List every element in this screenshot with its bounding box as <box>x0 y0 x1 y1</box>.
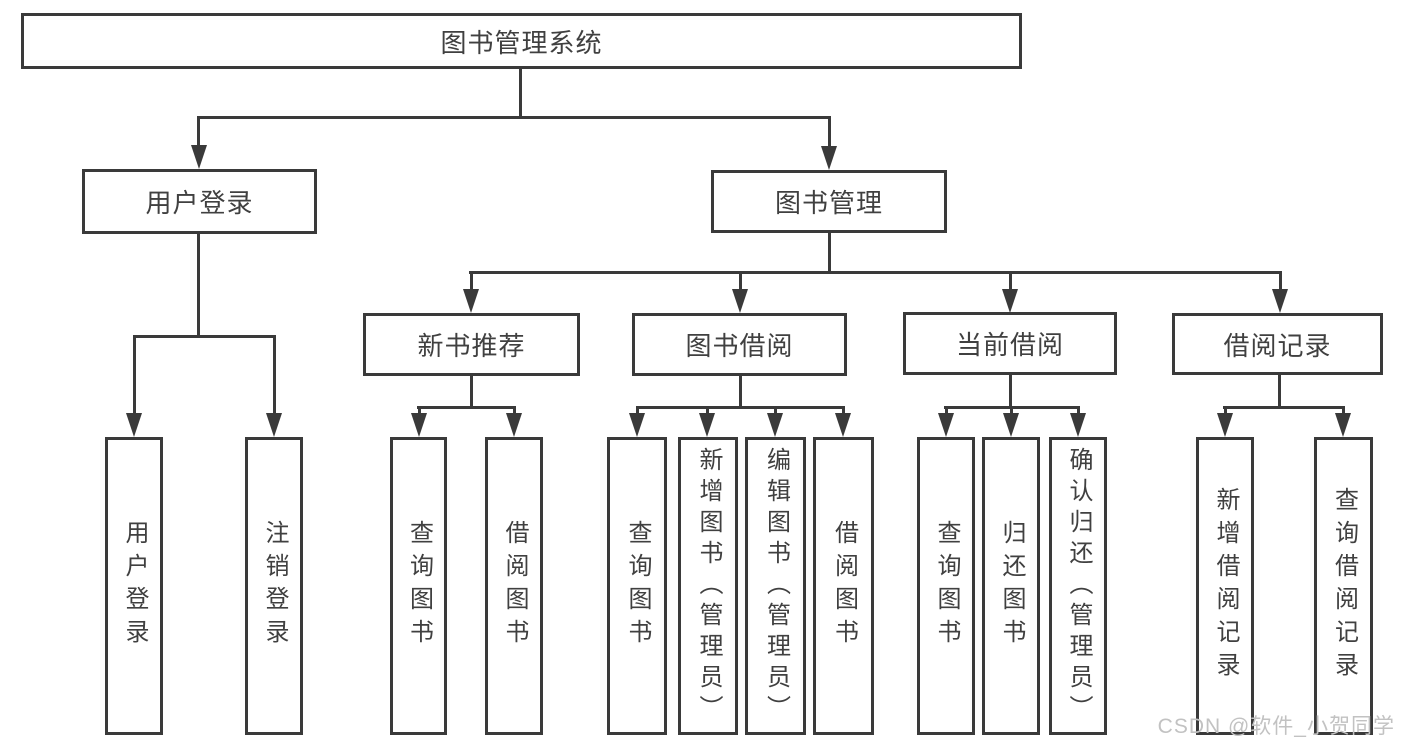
node-book-borrowing: 图书借阅 <box>632 313 847 376</box>
leaf-borrow-borrow-books: 借阅图书 <box>813 437 874 735</box>
arrowhead-icon <box>191 145 207 169</box>
connector-line <box>197 116 831 119</box>
connector-line <box>197 116 200 148</box>
leaf-current-return-books: 归还图书 <box>982 437 1040 735</box>
connector-line <box>1223 406 1345 409</box>
connector-line <box>519 69 522 118</box>
leaf-borrow-edit-books-admin: 编辑图书（管理员） <box>745 437 806 735</box>
connector-line <box>470 271 473 291</box>
connector-line <box>774 406 777 416</box>
connector-line <box>1224 406 1227 416</box>
node-borrowing-records: 借阅记录 <box>1172 313 1383 375</box>
leaf-recommend-borrow-books: 借阅图书 <box>485 437 543 735</box>
connector-line <box>739 271 742 291</box>
connector-line <box>1077 406 1080 416</box>
arrowhead-icon <box>1335 413 1351 437</box>
connector-line <box>417 406 516 409</box>
arrowhead-icon <box>266 413 282 437</box>
leaf-borrow-add-books-admin: 新增图书（管理员） <box>678 437 738 735</box>
arrowhead-icon <box>1272 289 1288 313</box>
arrowhead-icon <box>506 413 522 437</box>
arrowhead-icon <box>1003 413 1019 437</box>
leaf-borrow-query-books: 查询图书 <box>607 437 667 735</box>
connector-line <box>1009 375 1012 408</box>
connector-line <box>1009 271 1012 291</box>
leaf-records-add-record: 新增借阅记录 <box>1196 437 1254 735</box>
arrowhead-icon <box>835 413 851 437</box>
arrowhead-icon <box>732 289 748 313</box>
connector-line <box>706 406 709 416</box>
arrowhead-icon <box>629 413 645 437</box>
leaf-user-login: 用户登录 <box>105 437 163 735</box>
connector-line <box>828 116 831 148</box>
connector-line <box>1278 375 1281 408</box>
arrowhead-icon <box>767 413 783 437</box>
connector-line <box>469 271 1282 274</box>
watermark-text: CSDN @软件_小贺同学 <box>1157 715 1395 738</box>
node-new-book-recommendation: 新书推荐 <box>363 313 580 376</box>
connector-line <box>418 406 421 416</box>
leaf-recommend-query-books: 查询图书 <box>390 437 447 735</box>
connector-line <box>197 234 200 336</box>
arrowhead-icon <box>126 413 142 437</box>
connector-line <box>636 406 639 416</box>
leaf-current-query-books: 查询图书 <box>917 437 975 735</box>
connector-line <box>636 406 845 409</box>
connector-line <box>273 335 276 415</box>
arrowhead-icon <box>699 413 715 437</box>
node-current-borrowing: 当前借阅 <box>903 312 1117 375</box>
connector-line <box>945 406 948 416</box>
node-user-login: 用户登录 <box>82 169 317 234</box>
connector-line <box>1279 271 1282 291</box>
connector-line <box>739 376 742 408</box>
arrowhead-icon <box>1002 289 1018 313</box>
connector-line <box>828 233 831 274</box>
node-book-management: 图书管理 <box>711 170 947 233</box>
connector-line <box>1010 406 1013 416</box>
connector-line <box>470 376 473 408</box>
arrowhead-icon <box>463 289 479 313</box>
connector-line <box>133 335 276 338</box>
leaf-records-query-record: 查询借阅记录 <box>1314 437 1373 735</box>
connector-line <box>1342 406 1345 416</box>
leaf-current-confirm-return-admin: 确认归还（管理员） <box>1049 437 1107 735</box>
arrowhead-icon <box>821 146 837 170</box>
leaf-logout: 注销登录 <box>245 437 303 735</box>
arrowhead-icon <box>1217 413 1233 437</box>
arrowhead-icon <box>411 413 427 437</box>
connector-line <box>513 406 516 416</box>
node-library-management-system: 图书管理系统 <box>21 13 1022 69</box>
arrowhead-icon <box>938 413 954 437</box>
connector-line <box>842 406 845 416</box>
connector-line <box>133 335 136 415</box>
arrowhead-icon <box>1070 413 1086 437</box>
